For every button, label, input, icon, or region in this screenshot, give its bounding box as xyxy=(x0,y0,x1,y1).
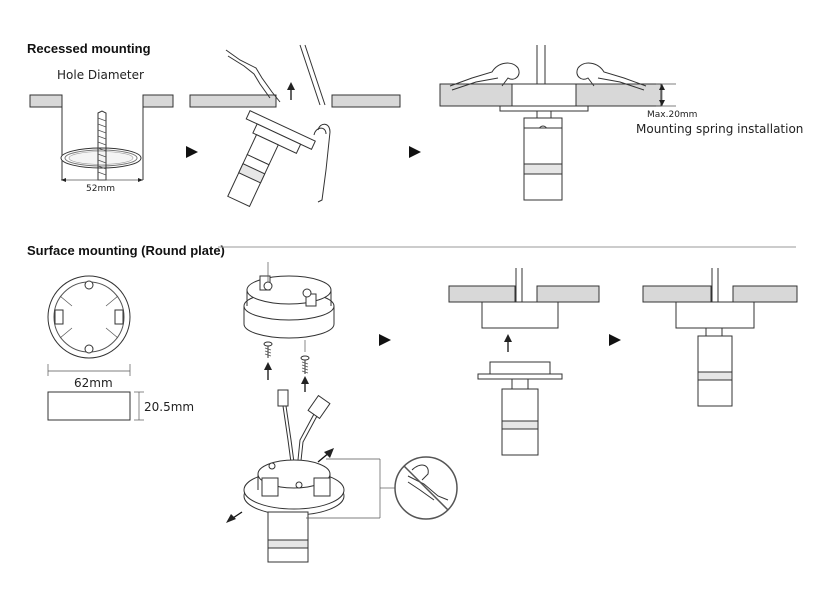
installed-fixture-illustration xyxy=(439,45,676,201)
wiring-plate-illustration xyxy=(226,389,396,563)
hole-diameter-dimension: 52mm xyxy=(86,184,115,194)
round-plate-side-view xyxy=(47,391,144,421)
hole-diameter-label: Hole Diameter xyxy=(57,68,144,82)
surface-installed-illustration xyxy=(642,268,798,407)
fixture-insertion-illustration xyxy=(189,44,401,208)
no-spring-icon xyxy=(394,456,458,520)
max-depth-label: Max.20mm xyxy=(647,110,698,120)
step-arrow-icon xyxy=(609,334,621,346)
step-arrow-icon xyxy=(186,146,198,158)
step-arrow-icon xyxy=(379,334,391,346)
screw-icon xyxy=(263,341,273,358)
recessed-mounting-title: Recessed mounting xyxy=(27,41,151,56)
plate-height-dimension: 20.5mm xyxy=(144,400,195,414)
round-plate-top-view xyxy=(47,275,131,376)
screw-icon xyxy=(300,355,310,374)
step-arrow-icon xyxy=(409,146,421,158)
plate-attach-illustration xyxy=(448,268,600,456)
surface-mounting-title: Surface mounting (Round plate) xyxy=(27,243,225,258)
spring-installation-label: Mounting spring installation xyxy=(636,122,804,136)
plate-width-dimension: 62mm xyxy=(74,376,113,390)
mounting-base-illustration xyxy=(243,262,335,392)
hole-diameter-illustration xyxy=(29,94,174,182)
